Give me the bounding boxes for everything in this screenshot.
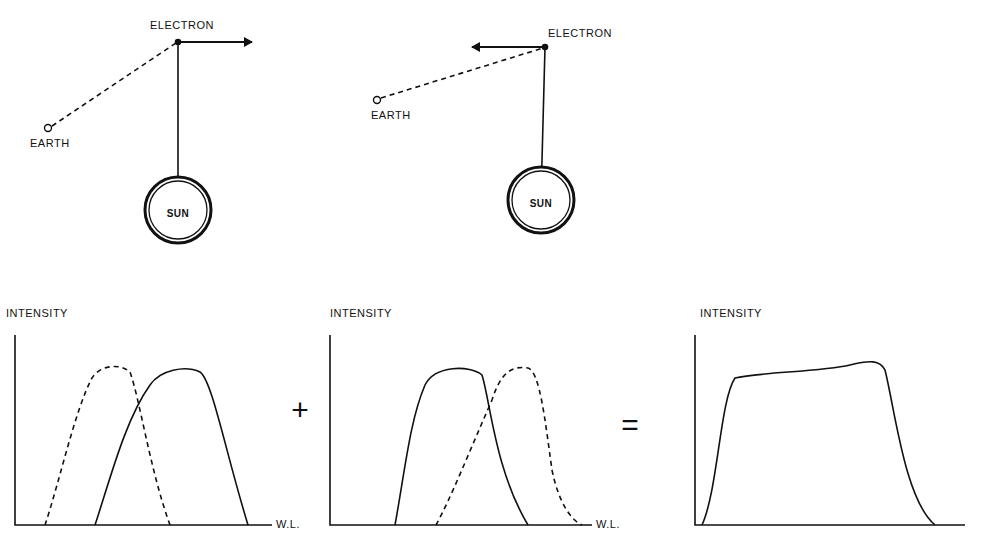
sun-label: SUN <box>142 209 214 219</box>
velocity-arrow <box>178 41 252 43</box>
axis-label: INTENSITY <box>6 308 68 319</box>
plus-sign: + <box>291 395 309 425</box>
axis-label: W.L. <box>596 519 620 530</box>
sun-label: SUN <box>505 199 577 209</box>
electron-label: ELECTRON <box>150 20 214 31</box>
spectrum-curve <box>436 367 582 525</box>
earth-label: EARTH <box>30 138 70 149</box>
spectrum-curve <box>45 366 170 525</box>
sun-circle: SUN <box>505 164 577 236</box>
spectrum-curve <box>395 368 528 525</box>
axis-label: INTENSITY <box>700 308 762 319</box>
axes <box>695 335 965 525</box>
spectrum-curve <box>95 369 248 525</box>
axis-label: W.L. <box>276 519 300 530</box>
sun-circle: SUN <box>142 174 214 246</box>
earth-label: EARTH <box>371 110 411 121</box>
equals-sign: = <box>621 410 639 440</box>
sight-line <box>52 43 176 126</box>
sight-line <box>381 48 543 98</box>
electron-label: ELECTRON <box>548 28 612 39</box>
axes <box>330 335 592 525</box>
earth-dot <box>374 97 381 104</box>
axes <box>15 335 272 525</box>
spectrum-curve <box>702 362 935 525</box>
axis-label: INTENSITY <box>330 308 392 319</box>
earth-dot <box>45 125 52 132</box>
velocity-arrow <box>472 46 545 48</box>
